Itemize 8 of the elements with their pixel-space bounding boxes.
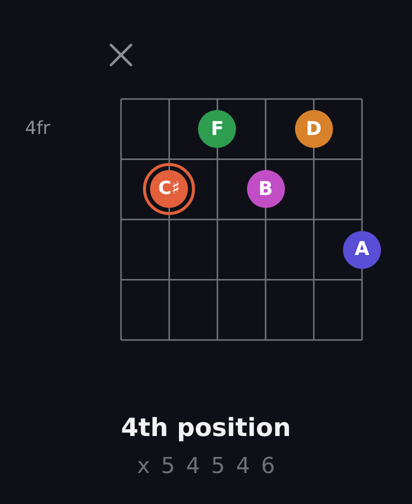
chart-title: 4th position	[121, 414, 291, 443]
fret-number-label: 4fr	[25, 119, 50, 140]
note-dot: A	[343, 230, 381, 269]
note-dot: B	[246, 170, 285, 208]
fingering-text: x 5 4 5 4 6	[137, 454, 277, 480]
note-dot: F	[198, 110, 236, 148]
root-note-dot: C♯	[143, 163, 196, 216]
note-dot: D	[294, 110, 333, 148]
